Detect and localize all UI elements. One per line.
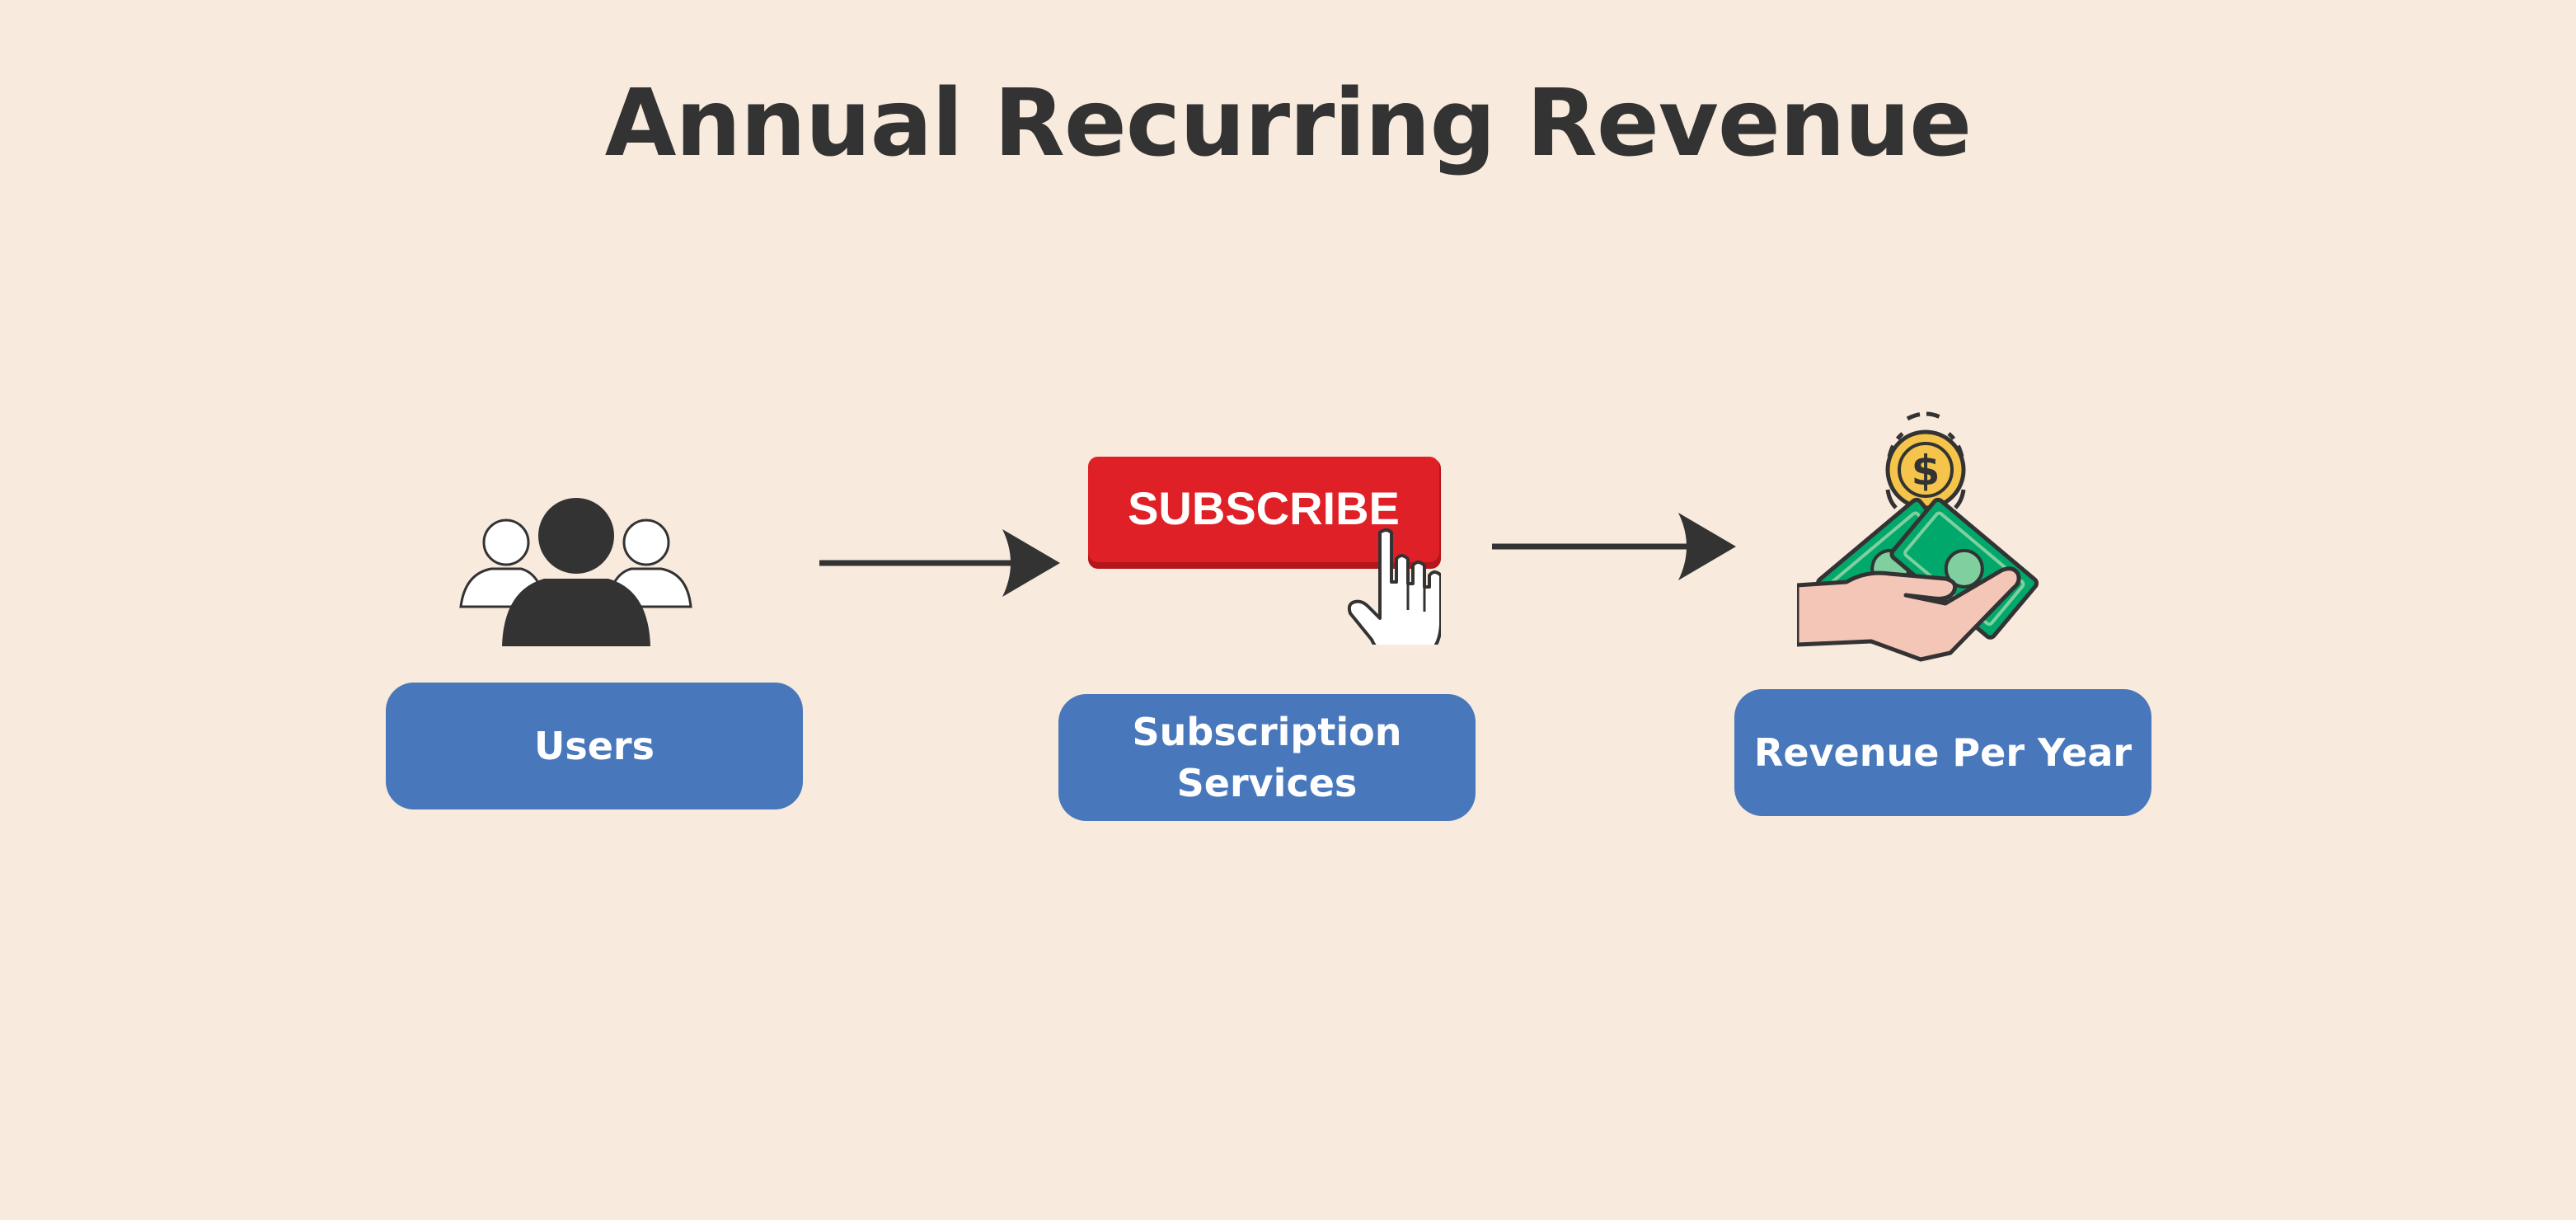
arrow-subscription-to-revenue bbox=[1492, 513, 1736, 580]
users-label-box: Users bbox=[386, 683, 803, 809]
users-group-icon bbox=[459, 498, 692, 646]
dollar-coin-icon: $ bbox=[1885, 411, 1966, 510]
hand-cursor-icon bbox=[1347, 528, 1441, 645]
revenue-per-year-label: Revenue Per Year bbox=[1753, 730, 2133, 775]
diagram-title: Annual Recurring Revenue bbox=[604, 70, 1973, 177]
subscription-services-label-box: Subscription Services bbox=[1058, 694, 1476, 821]
users-label: Users bbox=[534, 724, 655, 768]
revenue-per-year-label-box: Revenue Per Year bbox=[1734, 689, 2151, 816]
subscribe-button-icon: SUBSCRIBE bbox=[1088, 457, 1441, 645]
subscription-services-label: Subscription Services bbox=[1132, 710, 1402, 805]
coin-symbol: $ bbox=[1912, 447, 1940, 495]
money-in-hand-icon: $ bbox=[1797, 411, 2039, 662]
subscribe-button-text: SUBSCRIBE bbox=[1128, 482, 1400, 534]
arrow-users-to-subscription bbox=[819, 529, 1060, 597]
